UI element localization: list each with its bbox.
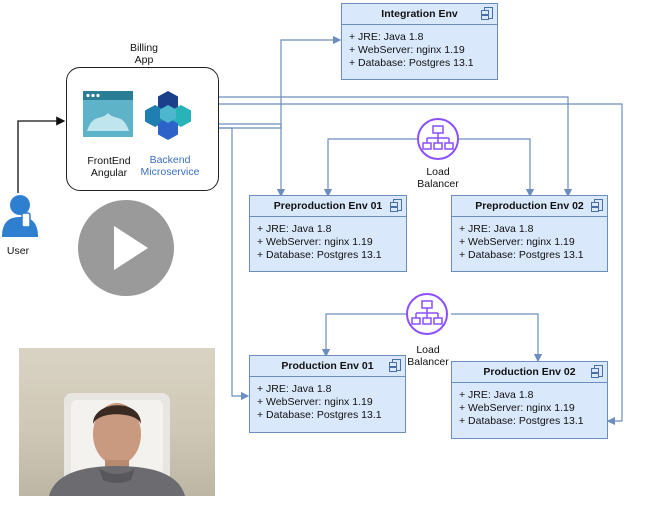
prop-jre: + JRE: Java 1.8 — [459, 389, 534, 401]
component-icon — [481, 7, 493, 20]
microservice-hexagon-icon — [145, 91, 191, 140]
preprod-env-01-header: Preproduction Env 01 — [250, 196, 406, 217]
integration-env-props: + JRE: Java 1.8 + WebServer: nginx 1.19 … — [342, 25, 497, 70]
load-balancer-label-1-line2: Balancer — [417, 178, 459, 190]
backend-label: Backend Microservice — [136, 154, 204, 178]
billing-app-title-line1: Billing — [129, 42, 158, 54]
prop-database: + Database: Postgres 13.1 — [257, 409, 382, 421]
prod-env-02-props: + JRE: Java 1.8 + WebServer: nginx 1.19 … — [452, 383, 607, 428]
component-icon — [390, 199, 402, 212]
browser-window-icon — [83, 91, 133, 137]
frontend-label: FrontEnd Angular — [82, 155, 136, 179]
prod-env-02-box: Production Env 02 + JRE: Java 1.8 + WebS… — [451, 361, 608, 439]
webcam-video — [19, 348, 215, 496]
preprod-env-02-title: Preproduction Env 02 — [475, 200, 584, 212]
prop-jre: + JRE: Java 1.8 — [459, 223, 534, 235]
component-icon — [389, 359, 401, 372]
prod-env-01-box: Production Env 01 + JRE: Java 1.8 + WebS… — [249, 355, 406, 433]
billing-app-title-line2: App — [134, 54, 154, 66]
prop-webserver: + WebServer: nginx 1.19 — [349, 44, 465, 56]
prod-env-02-title: Production Env 02 — [483, 366, 576, 378]
prop-database: + Database: Postgres 13.1 — [257, 249, 382, 261]
prod-env-01-props: + JRE: Java 1.8 + WebServer: nginx 1.19 … — [250, 377, 405, 422]
preprod-env-01-props: + JRE: Java 1.8 + WebServer: nginx 1.19 … — [250, 217, 406, 262]
integration-env-box: Integration Env + JRE: Java 1.8 + WebSer… — [341, 3, 498, 80]
frontend-label-line1: FrontEnd — [87, 155, 131, 167]
user-label: User — [6, 245, 30, 257]
prod-env-02-header: Production Env 02 — [452, 362, 607, 383]
prod-env-01-header: Production Env 01 — [250, 356, 405, 377]
preprod-env-01-title: Preproduction Env 01 — [273, 200, 383, 212]
backend-label-line2: Microservice — [140, 166, 200, 178]
prop-jre: + JRE: Java 1.8 — [349, 31, 424, 43]
frontend-label-line2: Angular — [90, 167, 128, 179]
prop-webserver: + WebServer: nginx 1.19 — [459, 402, 575, 414]
load-balancer-label-2: Load Balancer — [402, 344, 454, 368]
load-balancer-label-2-line1: Load — [416, 344, 440, 356]
load-balancer-label-1-line1: Load — [426, 166, 450, 178]
backend-label-line1: Backend — [149, 154, 191, 166]
component-icon — [591, 199, 603, 212]
prop-database: + Database: Postgres 13.1 — [459, 415, 584, 427]
prop-webserver: + WebServer: nginx 1.19 — [257, 236, 373, 248]
play-button[interactable] — [78, 200, 174, 296]
preprod-env-02-header: Preproduction Env 02 — [452, 196, 607, 217]
user-icon — [2, 195, 38, 237]
component-icon — [591, 365, 603, 378]
prop-webserver: + WebServer: nginx 1.19 — [459, 236, 575, 248]
preprod-env-02-box: Preproduction Env 02 + JRE: Java 1.8 + W… — [451, 195, 608, 272]
integration-env-header: Integration Env — [342, 4, 497, 25]
billing-app-container — [66, 67, 219, 191]
preprod-env-02-props: + JRE: Java 1.8 + WebServer: nginx 1.19 … — [452, 217, 607, 262]
prop-jre: + JRE: Java 1.8 — [257, 383, 332, 395]
load-balancer-label-2-line2: Balancer — [407, 356, 449, 368]
prop-jre: + JRE: Java 1.8 — [257, 223, 332, 235]
load-balancer-icon — [406, 293, 448, 335]
load-balancer-icon — [417, 118, 459, 160]
preprod-env-01-box: Preproduction Env 01 + JRE: Java 1.8 + W… — [249, 195, 407, 272]
prod-env-01-title: Production Env 01 — [281, 360, 374, 372]
integration-env-title: Integration Env — [381, 8, 458, 20]
presenter-image — [49, 393, 185, 496]
prop-webserver: + WebServer: nginx 1.19 — [257, 396, 373, 408]
load-balancer-label-1: Load Balancer — [412, 166, 464, 190]
prop-database: + Database: Postgres 13.1 — [459, 249, 584, 261]
billing-app-title: Billing App — [116, 42, 172, 66]
prop-database: + Database: Postgres 13.1 — [349, 57, 474, 69]
